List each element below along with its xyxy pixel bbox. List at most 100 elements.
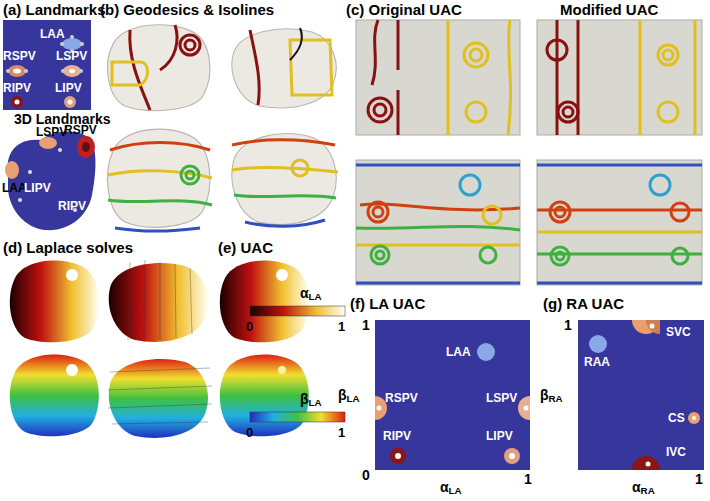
figure-path xyxy=(646,320,660,334)
figure-path xyxy=(537,231,702,234)
figure-circle xyxy=(80,42,84,46)
figure-circle xyxy=(15,100,20,105)
figure-circle xyxy=(181,166,199,184)
figure-path xyxy=(694,20,697,135)
figure-label: (a) Landmarks xyxy=(3,2,106,19)
atrium-3d-landmarks xyxy=(5,131,96,230)
figure-circle xyxy=(658,45,678,65)
figure-path xyxy=(356,164,520,167)
figure-path xyxy=(356,282,520,285)
figure-circle xyxy=(368,98,392,122)
figure-label: (f) LA UAC xyxy=(350,296,425,313)
figure-circle xyxy=(509,453,515,459)
figure-circle xyxy=(6,69,10,73)
figure-circle xyxy=(373,207,383,217)
figure-ellipse xyxy=(82,142,90,152)
figure-circle xyxy=(79,69,83,73)
figure-use xyxy=(220,261,309,343)
figure-label: 1 xyxy=(338,426,345,440)
figure-label: (g) RA UAC xyxy=(543,296,624,313)
ra-uac-square xyxy=(578,320,704,470)
figure-label: 1 xyxy=(362,318,370,333)
figure-circle xyxy=(464,43,488,67)
figure-circle xyxy=(692,416,696,420)
figure-label: 1 xyxy=(524,472,532,487)
figure-path xyxy=(250,30,259,105)
figure-path xyxy=(190,268,192,334)
figure-circle xyxy=(556,252,564,260)
figure-path xyxy=(232,140,335,145)
figure-label: LIPV xyxy=(486,430,513,443)
figure-path xyxy=(290,28,302,60)
figure-label: RSPV xyxy=(64,124,97,137)
figure-circle xyxy=(524,406,529,411)
figure-label: 1 xyxy=(338,320,345,334)
figure-circle xyxy=(558,102,578,122)
figure-circle xyxy=(64,96,76,108)
figure-circle xyxy=(480,247,496,263)
figure-circle xyxy=(555,207,565,217)
figure-circle xyxy=(180,35,200,55)
colorbars xyxy=(250,306,345,422)
figure-path xyxy=(632,456,660,470)
figure-path xyxy=(108,200,212,205)
figure-path xyxy=(234,195,336,198)
figure-circle xyxy=(11,96,23,108)
figure-circle xyxy=(58,148,62,152)
figure-path xyxy=(160,262,161,340)
figure-label: LAA xyxy=(446,346,471,359)
figure-circle xyxy=(24,69,28,73)
figure-label: RIPV xyxy=(3,82,31,95)
figure-path xyxy=(632,320,660,334)
figure-rect xyxy=(578,320,704,470)
figure-use xyxy=(10,355,99,437)
figure-circle xyxy=(460,175,480,195)
figure-label: βLA xyxy=(338,388,360,405)
figure-path xyxy=(160,25,177,70)
figure-circle xyxy=(61,69,65,73)
figure-path xyxy=(8,131,96,230)
figure-circle xyxy=(70,35,74,39)
figure-circle xyxy=(550,202,570,222)
figure-circle xyxy=(278,366,286,374)
figure-label: βLA xyxy=(300,392,322,409)
figure-label: LIPV xyxy=(24,182,51,195)
figure-label: SVC xyxy=(666,326,691,339)
figure-path xyxy=(108,404,212,408)
figure-ellipse xyxy=(5,161,19,179)
figure-ellipse xyxy=(69,69,75,73)
figure-circle xyxy=(292,160,308,176)
figure-ellipse xyxy=(8,65,26,77)
figure-path xyxy=(356,226,520,230)
figure-path xyxy=(397,20,400,70)
figure-g xyxy=(108,260,212,424)
figure-rect xyxy=(3,20,91,110)
figure-use xyxy=(220,355,309,437)
geodesic-atria xyxy=(108,25,337,227)
figure-label: RAA xyxy=(584,356,610,369)
figure-use xyxy=(109,359,208,438)
figure-label: RSPV xyxy=(3,50,36,63)
figure-circle xyxy=(66,364,78,376)
figure-circle xyxy=(470,49,482,61)
figure-path xyxy=(447,20,450,135)
figure-label: CS xyxy=(668,412,685,425)
figure-label: 0 xyxy=(246,426,253,440)
figure-use xyxy=(108,25,210,111)
la-uac-square xyxy=(375,320,530,470)
figure-rect xyxy=(537,160,702,285)
figure-rect xyxy=(356,160,520,285)
figure-circle xyxy=(663,50,673,60)
figure-label: LSPV xyxy=(56,50,87,63)
figure-circle xyxy=(563,107,573,117)
figure-path xyxy=(108,171,212,178)
figure-label: (e) UAC xyxy=(218,240,273,257)
figure-label: RIPV xyxy=(58,200,86,213)
figure-label: 1 xyxy=(695,472,703,487)
figure-use xyxy=(232,134,336,225)
uac-squares xyxy=(356,20,702,285)
figure-path xyxy=(397,90,400,135)
figure-path xyxy=(175,264,176,338)
figure-label: (b) Geodesics & Isolines xyxy=(100,2,274,19)
